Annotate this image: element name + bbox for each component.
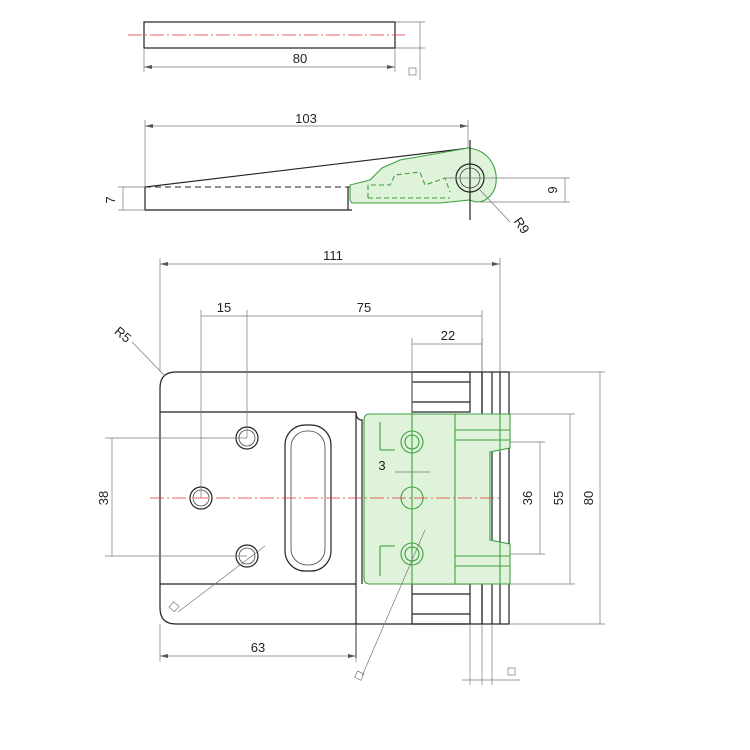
plan-overall-height-dim: 80 xyxy=(581,491,596,505)
plan-hole-to-hinge-dim: 75 xyxy=(357,300,371,315)
plan-length-dim-text: 111 xyxy=(323,248,343,263)
plan-hinge-width-dim: 22 xyxy=(441,328,455,343)
top-width-dim-text: 80 xyxy=(293,51,307,66)
side-radius-dim-text: R9 xyxy=(511,214,533,236)
side-view: 103 7 9 R9 xyxy=(103,111,570,237)
side-view-plate xyxy=(144,147,471,211)
plan-hole-spacing-y-dim: 38 xyxy=(96,491,111,505)
tolerance-box-icon xyxy=(507,667,516,676)
plan-hole-spacing-x-dim: 15 xyxy=(217,300,231,315)
side-offset-dim-text: 9 xyxy=(545,186,560,193)
hinge-knuckle-top xyxy=(411,371,471,413)
plan-hinge-holes-dim: 36 xyxy=(520,491,535,505)
side-hinge-profile xyxy=(349,147,497,204)
plan-view: 111 R5 15 75 22 3 38 36 55 xyxy=(96,248,605,685)
tolerance-box-icon xyxy=(354,670,365,681)
side-length-dim-text: 103 xyxy=(295,111,317,126)
plan-base-length-dim: 63 xyxy=(251,640,265,655)
side-thickness-dim-text: 7 xyxy=(103,196,118,203)
tolerance-box-icon xyxy=(408,67,417,76)
top-view: 80 xyxy=(128,21,425,80)
hinge-knuckle-bottom xyxy=(411,583,471,625)
plan-radius-dim-text: R5 xyxy=(112,323,134,345)
tolerance-box-icon xyxy=(168,601,180,613)
plan-hinge-height-dim: 55 xyxy=(551,491,566,505)
plan-hinge-body xyxy=(363,413,511,585)
plan-small-gap-dim: 3 xyxy=(378,458,385,473)
